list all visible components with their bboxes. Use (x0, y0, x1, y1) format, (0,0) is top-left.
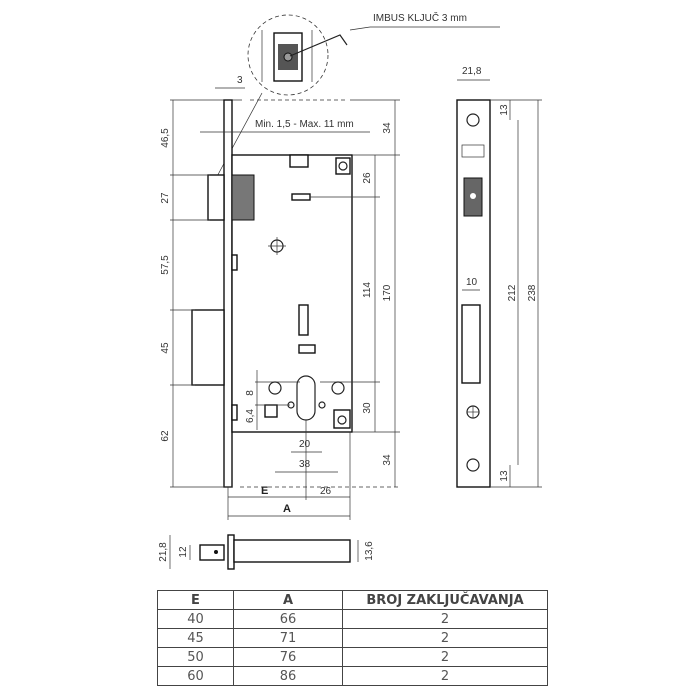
cell: 45 (157, 628, 234, 648)
dim-62: 62 (160, 430, 171, 442)
cell: 60 (157, 666, 234, 686)
dim-38: 38 (299, 459, 311, 470)
dim-front-212: 212 (507, 284, 518, 301)
dim-34-top: 34 (382, 122, 393, 134)
dim-front-13-top: 13 (499, 104, 510, 116)
dim-30: 30 (362, 402, 373, 414)
dim-46-5: 46,5 (160, 128, 171, 148)
dim-26: 26 (362, 172, 373, 184)
dim-front-238: 238 (527, 284, 538, 301)
dim-57-5: 57,5 (160, 255, 171, 275)
dim-front-10: 10 (466, 277, 478, 288)
cell: 76 (233, 647, 343, 667)
cell: 2 (342, 666, 548, 686)
dim-6-4: 6,4 (245, 409, 256, 423)
cell: 86 (233, 666, 343, 686)
dim-114: 114 (362, 282, 373, 298)
cell: 40 (157, 609, 234, 629)
imbus-key-label: IMBUS KLJUČ 3 mm (373, 11, 467, 24)
dim-45: 45 (160, 342, 171, 354)
dim-34-bottom: 34 (382, 454, 393, 466)
cell: 50 (157, 647, 234, 667)
dim-E: E (261, 485, 268, 497)
dim-top-21-8: 21,8 (158, 542, 169, 562)
front-view: 21,8 10 13 212 238 13 (456, 66, 542, 488)
header-e: E (157, 590, 234, 610)
dim-top-12: 12 (178, 546, 189, 558)
magnified-detail: IMBUS KLJUČ 3 mm (213, 11, 500, 183)
header-locks: BROJ ZAKLJUČAVANJA (342, 590, 548, 610)
side-view: 46,5 27 57,5 45 62 3 Min. 1,5 - Max. 11 … (160, 75, 400, 520)
cell: 66 (233, 609, 343, 629)
cell: 71 (233, 628, 343, 648)
cell: 2 (342, 647, 548, 667)
cell: 2 (342, 628, 548, 648)
dim-8: 8 (245, 390, 256, 396)
dim-front-13-bottom: 13 (499, 470, 510, 482)
dim-top-13-6: 13,6 (364, 541, 375, 561)
dim-26-bottom: 26 (320, 486, 332, 497)
top-view: 21,8 12 13,6 (158, 534, 375, 570)
dim-20: 20 (299, 439, 311, 450)
cell: 2 (342, 609, 548, 629)
dim-170: 170 (382, 284, 393, 301)
header-a: A (233, 590, 343, 610)
dim-door-range: Min. 1,5 - Max. 11 mm (255, 119, 354, 130)
table-header-row: E A BROJ ZAKLJUČAVANJA (157, 590, 548, 610)
dim-A: A (283, 503, 291, 515)
dim-3: 3 (237, 75, 243, 86)
dim-27: 27 (160, 192, 171, 204)
dim-front-21-8: 21,8 (462, 66, 482, 77)
